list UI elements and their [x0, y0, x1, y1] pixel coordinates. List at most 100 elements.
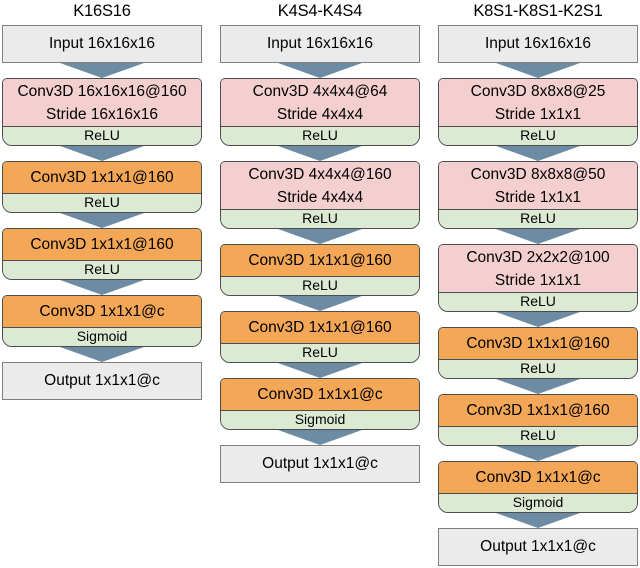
connector-slot [438, 229, 638, 244]
connector-slot [2, 280, 202, 295]
connector-slot [438, 446, 638, 461]
conv-layer-spec: Conv3D 1x1x1@160 [3, 229, 201, 261]
conv-label: Conv3D 4x4x4@160 [248, 165, 392, 183]
connector-slot [220, 229, 420, 244]
column-title: K16S16 [73, 2, 131, 20]
stride-label: Stride 1x1x1 [494, 271, 582, 289]
arrow-down-icon [60, 146, 144, 161]
activation-label: ReLU [439, 293, 637, 311]
stride-label: Stride 1x1x1 [494, 105, 582, 123]
input-block: Input 16x16x16 [220, 25, 420, 63]
column-title: K4S4-K4S4 [277, 2, 363, 20]
conv-label: Conv3D 1x1x1@160 [466, 401, 610, 419]
connector-slot [220, 296, 420, 311]
conv-label: Conv3D 1x1x1@160 [30, 235, 174, 253]
arrow-down-icon [278, 146, 362, 161]
io-label: Input 16x16x16 [484, 35, 591, 52]
input-block: Input 16x16x16 [438, 25, 638, 63]
conv-label: Conv3D 1x1x1@c [475, 468, 601, 486]
conv-label: Conv3D 1x1x1@160 [248, 318, 392, 336]
connector-slot [220, 430, 420, 445]
column-title: K8S1-K8S1-K2S1 [473, 2, 603, 20]
activation-label: Sigmoid [439, 494, 637, 512]
arrow-down-icon [496, 446, 580, 461]
connector-slot [438, 312, 638, 327]
stride-label: Stride 16x16x16 [45, 105, 159, 123]
conv-label: Conv3D 1x1x1@160 [466, 334, 610, 352]
conv-label: Conv3D 4x4x4@64 [252, 82, 388, 100]
activation-label: Sigmoid [3, 328, 201, 346]
connector-slot [2, 347, 202, 362]
conv-label: Conv3D 16x16x16@160 [17, 82, 187, 100]
io-label: Output 1x1x1@c [262, 455, 378, 472]
conv-label: Conv3D 8x8x8@50 [470, 165, 606, 183]
io-label: Output 1x1x1@c [44, 372, 160, 389]
activation-label: ReLU [221, 277, 419, 295]
conv-layer-spec: Conv3D 1x1x1@c [439, 462, 637, 494]
arrow-down-icon [278, 430, 362, 445]
stride-label: Stride 4x4x4 [276, 188, 364, 206]
conv-layer-spec: Conv3D 1x1x1@160 [3, 162, 201, 194]
arrow-down-icon [60, 213, 144, 228]
conv-label: Conv3D 1x1x1@160 [30, 168, 174, 186]
connector-slot [2, 63, 202, 78]
arrow-down-icon [278, 63, 362, 78]
activation-label: ReLU [439, 360, 637, 378]
input-block: Input 16x16x16 [2, 25, 202, 63]
activation-label: ReLU [221, 344, 419, 362]
arrow-down-icon [278, 229, 362, 244]
activation-label: ReLU [3, 194, 201, 212]
activation-label: ReLU [221, 210, 419, 228]
arrow-down-icon [278, 363, 362, 378]
io-label: Input 16x16x16 [266, 35, 373, 52]
connector-slot [220, 146, 420, 161]
conv-layer-spec: Conv3D 1x1x1@c [221, 379, 419, 411]
conv-label: Conv3D 1x1x1@160 [248, 251, 392, 269]
activation-label: ReLU [439, 427, 637, 445]
conv-layer-spec: Conv3D 1x1x1@160 [439, 328, 637, 360]
connector-slot [2, 146, 202, 161]
connector-slot [220, 63, 420, 78]
stride-label: Stride 4x4x4 [276, 105, 364, 123]
activation-label: ReLU [3, 127, 201, 145]
conv-label: Conv3D 1x1x1@c [39, 302, 165, 320]
conv-layer-spec: Conv3D 1x1x1@160 [221, 312, 419, 344]
io-label: Output 1x1x1@c [480, 538, 596, 555]
output-block: Output 1x1x1@c [220, 445, 420, 483]
activation-label: ReLU [3, 261, 201, 279]
connector-slot [220, 363, 420, 378]
conv-label: Conv3D 8x8x8@25 [470, 82, 606, 100]
stride-label: Stride 1x1x1 [494, 188, 582, 206]
arrow-down-icon [496, 513, 580, 528]
output-block: Output 1x1x1@c [438, 528, 638, 566]
connector-slot [438, 146, 638, 161]
arrow-down-icon [60, 63, 144, 78]
io-label: Input 16x16x16 [48, 35, 155, 52]
connector-slot [438, 513, 638, 528]
connector-slot [438, 379, 638, 394]
arrow-down-icon [496, 312, 580, 327]
conv-layer-spec: Conv3D 1x1x1@c [3, 296, 201, 328]
